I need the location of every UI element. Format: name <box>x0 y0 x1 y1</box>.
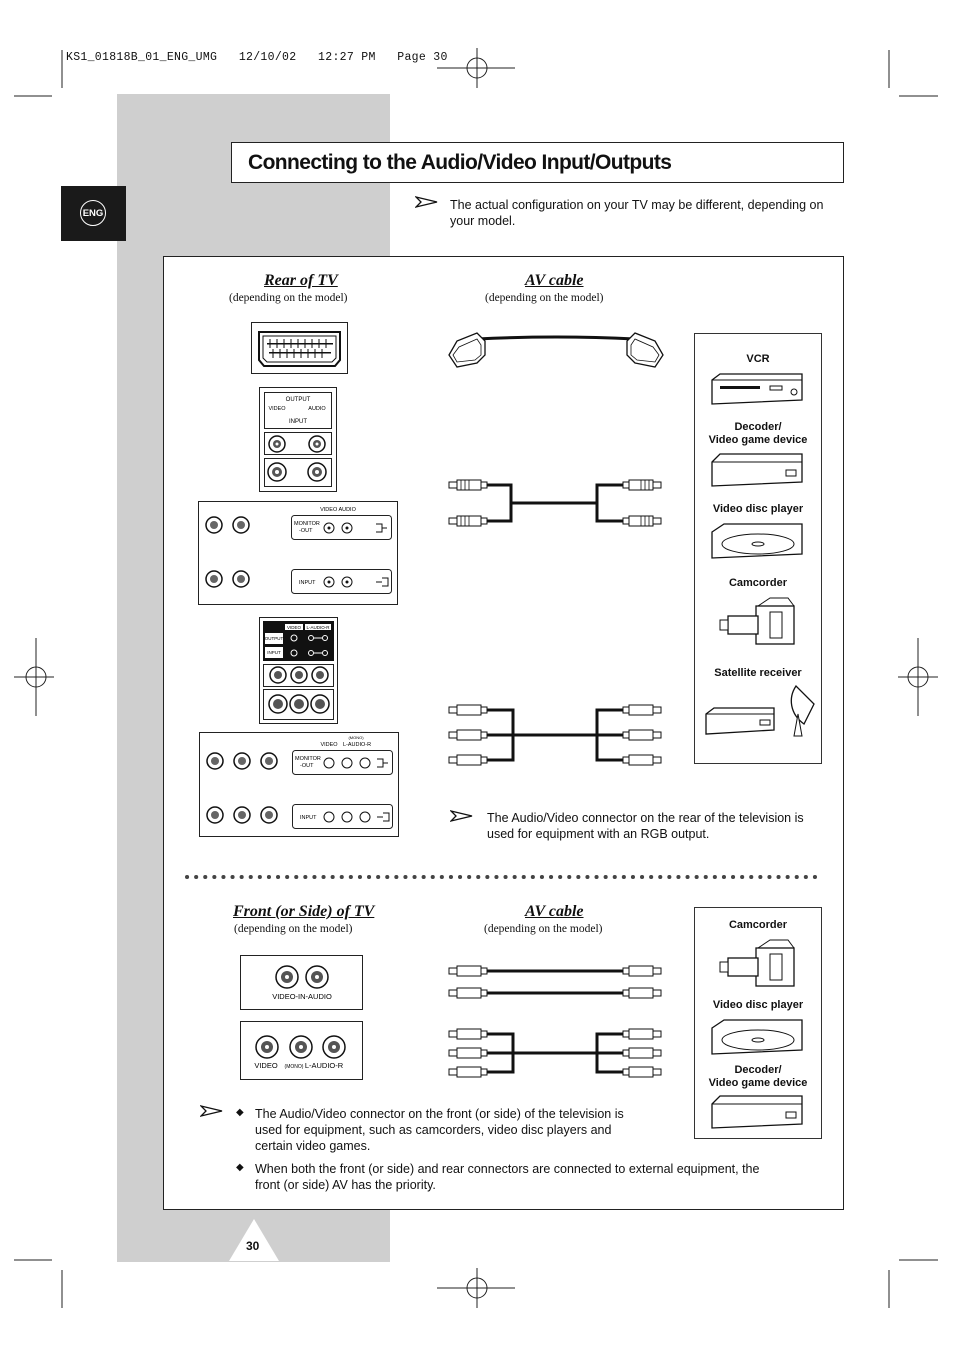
panel-output-label: OUTPUT <box>286 397 311 403</box>
svg-text:VIDEO: VIDEO <box>320 742 338 748</box>
device-label-disc-player: Video disc player <box>712 503 804 515</box>
front-device-label-camcorder: Camcorder <box>728 919 788 931</box>
page-title: Connecting to the Audio/Video Input/Outp… <box>248 151 672 174</box>
decoder-icon <box>711 453 803 487</box>
front-decoder-icon <box>711 1095 803 1129</box>
front-av-cable-subheading: (depending on the model) <box>484 923 603 935</box>
note-arrow-icon <box>415 196 438 208</box>
front-note-arrow-icon <box>200 1105 223 1117</box>
page-number: 30 <box>246 1239 260 1253</box>
video-in-audio-label: VIDEO-IN-AUDIO <box>272 992 332 1001</box>
svg-text:-OUT: -OUT <box>299 528 313 534</box>
front-camcorder-icon <box>719 939 795 987</box>
bullet-diamond-icon: ◆ <box>236 1107 244 1118</box>
av-cable-subheading: (depending on the model) <box>485 292 604 304</box>
svg-text:VIDEO: VIDEO <box>287 625 302 630</box>
front-mono-label: (MONO) <box>285 1064 304 1070</box>
satellite-receiver-icon <box>705 684 815 737</box>
device-label-camcorder: Camcorder <box>728 577 788 589</box>
front-panel-3ch: VIDEO (MONO) L-AUDIO-R <box>240 1021 363 1080</box>
rca-cable-2ch-front <box>448 965 662 999</box>
rca-cable-3ch-rear <box>448 704 662 766</box>
device-label-vcr: VCR <box>746 353 770 365</box>
svg-text:MONITOR: MONITOR <box>294 521 320 527</box>
device-label-satellite: Satellite receiver <box>714 667 802 679</box>
mono-label-d: (MONO) <box>348 735 364 740</box>
language-tab: ENG <box>61 186 126 241</box>
panel-video-label: VIDEO <box>268 406 286 412</box>
front-tv-subheading: (depending on the model) <box>234 923 353 935</box>
av-panel-2x2: OUTPUT VIDEO AUDIO INPUT <box>259 387 337 492</box>
panel-input-label: INPUT <box>289 419 307 425</box>
device-label-decoder: Decoder/ Video game device <box>708 421 808 446</box>
front-bullet-1: The Audio/Video connector on the front (… <box>255 1107 624 1153</box>
panel-output-caps: OUTPUT <box>265 636 284 641</box>
disc-player-icon <box>711 523 803 559</box>
eng-badge: ENG <box>80 200 106 226</box>
bullet-diamond-icon: ◆ <box>236 1162 244 1173</box>
video-audio-label: VIDEO AUDIO <box>320 507 356 513</box>
scart-cable <box>448 332 664 368</box>
svg-text:L-AUDIO-R: L-AUDIO-R <box>343 742 371 748</box>
page-number-triangle <box>229 1219 279 1261</box>
monitor-out-panel-3ch: (MONO) VIDEO L-AUDIO-R MONITOR-OUT INPUT <box>199 732 399 837</box>
front-av-cable-heading: AV cable <box>525 903 584 920</box>
rca-cable-2ch-rear <box>448 479 662 527</box>
rear-note: The Audio/Video connector on the rear of… <box>487 811 804 841</box>
front-device-label-decoder: Decoder/ Video game device <box>708 1064 808 1089</box>
svg-text:-OUT: -OUT <box>300 763 314 769</box>
l-audio-r-label-c: L-AUDIO-R <box>306 625 330 630</box>
front-tv-heading: Front (or Side) of TV <box>233 903 375 920</box>
vcr-icon <box>711 373 803 405</box>
print-header: KS1_01818B_01_ENG_UMG 12/10/02 12:27 PM … <box>66 51 448 64</box>
title-box: Connecting to the Audio/Video Input/Outp… <box>231 142 844 183</box>
panel-audio-label: AUDIO <box>308 406 326 412</box>
svg-text:INPUT: INPUT <box>267 650 281 655</box>
front-device-label-disc-player: Video disc player <box>712 999 804 1011</box>
panel-input-label-b: INPUT <box>299 580 316 586</box>
front-video-label: VIDEO <box>254 1061 278 1070</box>
scart-connector-panel <box>251 322 348 374</box>
rca-cable-3ch-front <box>448 1028 662 1078</box>
av-cable-heading: AV cable <box>525 272 584 289</box>
av-panel-3x2: VIDEO L-AUDIO-R OUTPUT INPUT <box>259 617 338 724</box>
svg-text:MONITOR: MONITOR <box>295 756 321 762</box>
rear-tv-heading: Rear of TV <box>264 272 338 289</box>
front-panel-2ch: VIDEO-IN-AUDIO <box>240 955 363 1010</box>
front-disc-player-icon <box>711 1019 803 1055</box>
front-bullet-2: When both the front (or side) and rear c… <box>255 1162 760 1192</box>
monitor-out-panel-2ch: VIDEO AUDIO MONITOR-OUT INPUT <box>198 501 398 605</box>
rear-tv-subheading: (depending on the model) <box>229 292 348 304</box>
dotted-divider <box>185 875 823 879</box>
front-l-audio-r-label: L-AUDIO-R <box>305 1061 344 1070</box>
rear-note-arrow-icon <box>450 810 473 822</box>
svg-text:INPUT: INPUT <box>300 815 317 821</box>
intro-note: The actual configuration on your TV may … <box>450 198 824 228</box>
camcorder-icon <box>719 597 795 645</box>
